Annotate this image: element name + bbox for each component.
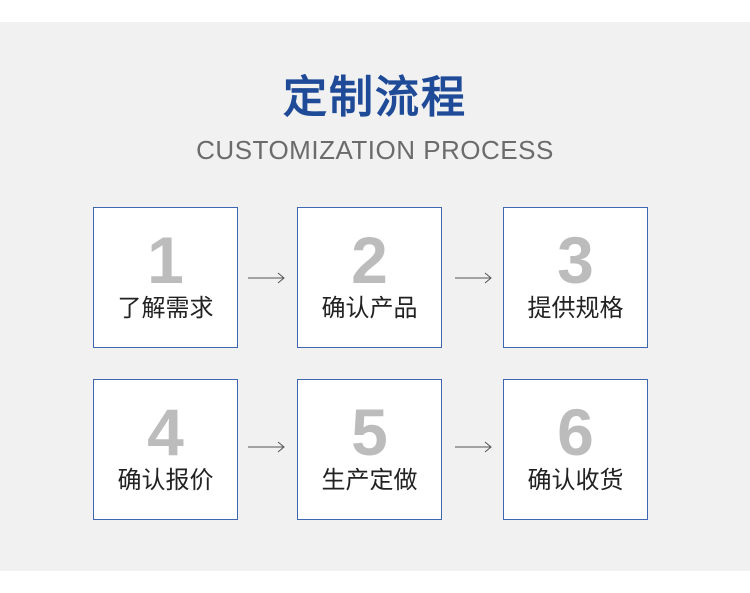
arrow-right-icon xyxy=(455,440,493,454)
step-number: 5 xyxy=(351,395,388,469)
step-card-3: 3 提供规格 xyxy=(503,207,648,348)
arrow-right-icon xyxy=(248,271,286,285)
page-title: 定制流程 xyxy=(283,72,467,123)
step-card-2: 2 确认产品 xyxy=(297,207,442,348)
step-card-6: 6 确认收货 xyxy=(503,379,648,520)
arrow-right-icon xyxy=(455,271,493,285)
step-number: 2 xyxy=(351,223,388,297)
step-number: 3 xyxy=(557,223,594,297)
step-label: 确认产品 xyxy=(321,294,418,322)
step-card-4: 4 确认报价 xyxy=(93,379,238,520)
step-card-1: 1 了解需求 xyxy=(93,207,238,348)
step-label: 提供规格 xyxy=(527,294,624,322)
step-label: 确认收货 xyxy=(527,466,624,494)
page-subtitle: CUSTOMIZATION PROCESS xyxy=(196,135,554,165)
step-label: 确认报价 xyxy=(117,466,214,494)
step-label: 了解需求 xyxy=(117,294,214,322)
step-number: 6 xyxy=(557,395,594,469)
arrow-right-icon xyxy=(248,440,286,454)
step-label: 生产定做 xyxy=(321,466,418,494)
step-card-5: 5 生产定做 xyxy=(297,379,442,520)
step-number: 4 xyxy=(147,395,184,469)
step-number: 1 xyxy=(147,223,184,297)
